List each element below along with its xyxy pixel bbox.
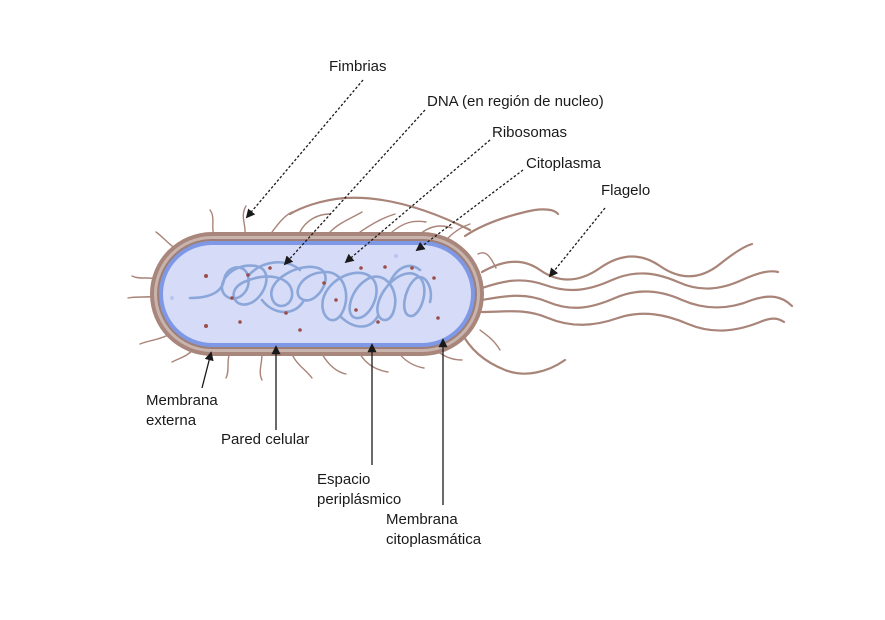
label-line: Membrana — [146, 392, 218, 409]
flagella — [288, 196, 794, 375]
arrow-citoplasma — [415, 169, 524, 252]
arrow-membrana-externa — [201, 351, 214, 389]
label-line: periplásmico — [317, 491, 402, 508]
label-line: externa — [146, 412, 197, 429]
label-fimbrias: Fimbrias — [329, 58, 387, 75]
flagellum — [288, 196, 472, 232]
flagellum — [480, 270, 780, 292]
leader-arrows — [201, 79, 606, 505]
label-flagelo: Flagelo — [601, 182, 651, 199]
label-line: Espacio — [317, 471, 371, 488]
label-membrana-externa: Membrana externa — [146, 391, 218, 431]
label-espacio-periplasmico: Espacio periplásmico — [317, 470, 401, 510]
fimbriae — [127, 205, 501, 381]
label-pared-celular: Pared celular — [221, 431, 310, 448]
label-line: citoplasmática — [386, 531, 482, 548]
inclusion — [170, 296, 174, 300]
flagellum — [480, 290, 794, 309]
flagellum — [480, 310, 786, 332]
label-citoplasma: Citoplasma — [526, 155, 602, 172]
flagellum — [463, 208, 560, 238]
label-membrana-citoplasmatica: Membrana citoplasmática — [386, 510, 481, 550]
inclusion — [394, 254, 398, 258]
arrow-flagelo — [548, 207, 606, 278]
label-line: Membrana — [386, 511, 458, 528]
label-ribosomas: Ribosomas — [492, 124, 568, 141]
nucleoid-dna — [188, 261, 433, 328]
flagellum — [480, 242, 754, 281]
arrow-fimbrias — [245, 79, 364, 219]
ribosomes — [204, 265, 440, 332]
flagellum — [458, 328, 567, 375]
label-dna: DNA (en región de nucleo) — [427, 93, 604, 110]
arrow-dna — [283, 109, 426, 266]
